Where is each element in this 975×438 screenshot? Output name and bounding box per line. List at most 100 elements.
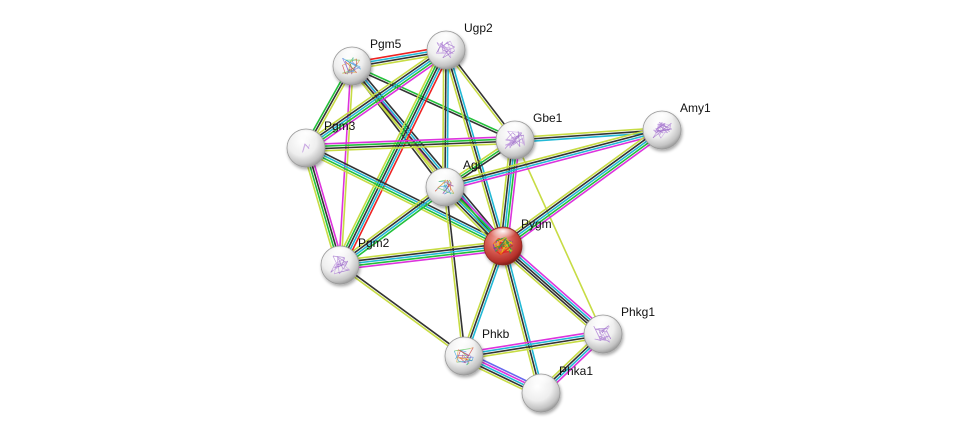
edge-gbe1-phkg1[interactable]: [514, 139, 604, 335]
edge-line-green: [306, 51, 448, 151]
structure-stroke: [602, 336, 610, 339]
structure-stroke: [330, 270, 334, 273]
node-pgm3[interactable]: Pgm3: [286, 119, 356, 168]
edge-line-yellowgreen: [338, 265, 464, 358]
structure-stroke: [509, 135, 518, 149]
edge-line-black: [340, 263, 466, 356]
node-label: Amy1: [680, 101, 711, 115]
edge-line-yellowgreen: [337, 183, 444, 263]
edges-layer: [301, 45, 666, 398]
edge-line-black: [307, 144, 505, 244]
structure-stroke: [600, 338, 606, 341]
structure-stroke: [609, 336, 612, 340]
structure-stroke: [656, 129, 670, 133]
edge-pgm5-gbe1[interactable]: [351, 64, 516, 142]
structure-stroke: [444, 192, 448, 195]
edge-line-cyan: [503, 243, 606, 333]
edge-line-yellowgreen: [304, 150, 502, 250]
edge-line-green: [352, 64, 516, 140]
structure-stroke: [500, 244, 514, 255]
edge-ugp2-agl[interactable]: [441, 49, 450, 188]
edge-ugp2-pgm3[interactable]: [302, 45, 450, 153]
structure-stroke: [453, 350, 459, 362]
node-label: Ugp2: [464, 21, 493, 35]
node-pgm2[interactable]: Pgm2: [320, 236, 390, 285]
edge-line-yellowgreen: [443, 50, 502, 247]
structure-stroke: [348, 66, 356, 72]
edge-ugp2-pgm2[interactable]: [335, 47, 451, 268]
node-pygm[interactable]: Pygm: [483, 217, 552, 266]
edge-pygm-phkb[interactable]: [461, 244, 506, 358]
structure-stroke: [342, 72, 357, 74]
edge-pygm-phkg1[interactable]: [499, 241, 607, 339]
structure-stroke: [522, 138, 524, 144]
edge-line-yellowgreen: [301, 148, 338, 267]
edge-phkb-phkg1[interactable]: [463, 329, 604, 361]
structure-stroke: [461, 354, 464, 358]
node-label: Phkg1: [621, 305, 655, 319]
edge-line-green: [305, 148, 503, 248]
edge-amy1-agl[interactable]: [443, 125, 664, 192]
edge-line-yellowgreen: [335, 47, 443, 264]
edge-line-magenta: [505, 133, 666, 251]
structure-stroke: [308, 144, 310, 149]
node-gbe1[interactable]: Gbe1: [495, 111, 563, 160]
edge-line-green: [304, 148, 340, 266]
structure-stroke: [471, 357, 474, 361]
edge-line-black: [445, 186, 466, 356]
node-amy1[interactable]: Amy1: [642, 101, 711, 150]
edge-line-yellowgreen: [443, 187, 464, 357]
node-highlight: [501, 122, 529, 137]
edge-pgm2-phkb[interactable]: [338, 263, 466, 358]
edge-line-black: [501, 127, 662, 245]
structure-stroke: [656, 131, 661, 135]
edge-pgm3-gbe1[interactable]: [305, 135, 516, 153]
structure-stroke: [337, 269, 349, 274]
node-highlight: [648, 112, 676, 127]
structure-stroke: [660, 125, 670, 132]
edge-line-cyan: [447, 49, 506, 246]
edge-pgm3-pgm2[interactable]: [301, 146, 345, 267]
node-highlight: [431, 169, 459, 184]
node-label: Gbe1: [533, 111, 563, 125]
structure-stroke: [445, 185, 452, 195]
edge-pygm-pgm2[interactable]: [339, 240, 504, 271]
edge-ugp2-pygm[interactable]: [443, 49, 506, 247]
edge-pgm3-pygm[interactable]: [304, 144, 505, 250]
node-highlight: [450, 338, 478, 353]
node-pgm5[interactable]: Pgm5: [332, 37, 402, 86]
edge-line-yellowgreen: [499, 125, 660, 243]
edge-line-yellowgreen: [499, 248, 601, 339]
edge-gbe1-amy1[interactable]: [514, 126, 663, 144]
edge-line-yellowgreen: [441, 49, 445, 187]
edge-line-magenta: [340, 249, 504, 271]
edge-pgm5-pgm2[interactable]: [338, 65, 354, 266]
edge-line-cyan: [305, 49, 447, 149]
edge-pygm-phka1[interactable]: [499, 245, 545, 394]
structure-stroke: [342, 65, 346, 74]
structure-stroke: [509, 137, 518, 145]
node-label: Phka1: [559, 364, 593, 378]
node-ugp2[interactable]: Ugp2: [426, 21, 493, 70]
structure-stroke: [523, 135, 525, 146]
node-phka1[interactable]: Phka1: [521, 364, 593, 413]
node-agl[interactable]: Agl: [425, 158, 480, 207]
node-phkg1[interactable]: Phkg1: [583, 305, 655, 354]
node-phkb[interactable]: Phkb: [444, 327, 510, 376]
structure-stroke: [330, 263, 336, 273]
edge-line-black: [444, 49, 447, 188]
node-highlight: [292, 130, 320, 145]
structure-stroke: [447, 183, 455, 194]
edge-agl-phkb[interactable]: [443, 186, 466, 357]
structure-stroke: [438, 45, 454, 54]
structure-stroke: [599, 332, 605, 337]
structure-stroke: [495, 244, 502, 255]
edge-agl-pgm2[interactable]: [337, 183, 448, 269]
edge-line-yellowgreen: [464, 336, 604, 361]
node-highlight: [589, 316, 617, 331]
structure-stroke: [455, 355, 458, 360]
edge-amy1-pygm[interactable]: [499, 125, 666, 251]
edge-line-green: [337, 48, 445, 265]
edge-line-green: [305, 138, 515, 148]
edge-line-black: [339, 49, 447, 266]
